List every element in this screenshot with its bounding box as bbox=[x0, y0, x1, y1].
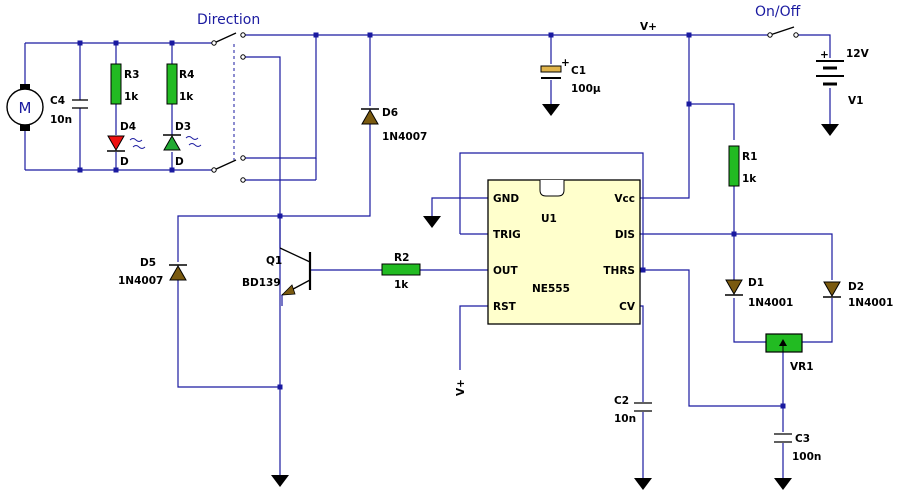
diode-d5: D5 1N4007 bbox=[118, 257, 187, 287]
transistor-q1: Q1 BD139 bbox=[242, 247, 312, 306]
capacitor-c4: C4 10n bbox=[50, 95, 88, 126]
c2-name: C2 bbox=[614, 395, 629, 407]
vplus-rail-label: V+ bbox=[640, 21, 657, 33]
pin-cv: CV bbox=[619, 301, 636, 313]
d5-name: D5 bbox=[140, 257, 156, 269]
r2-name: R2 bbox=[394, 252, 409, 264]
direction-switch bbox=[211, 32, 246, 183]
pin-gnd: GND bbox=[493, 193, 519, 205]
power-switch bbox=[767, 26, 799, 38]
capacitor-c1: + C1 100µ bbox=[540, 57, 601, 95]
motor: M bbox=[6, 84, 44, 131]
c4-name: C4 bbox=[50, 95, 65, 107]
r1-name: R1 bbox=[742, 151, 757, 163]
pin-trig: TRIG bbox=[493, 229, 521, 241]
pin-dis: DIS bbox=[615, 229, 635, 241]
diode-d1: D1 1N4001 bbox=[725, 277, 793, 309]
q1-name: Q1 bbox=[266, 255, 282, 267]
ground-icon bbox=[634, 478, 652, 490]
resistor-r3: R3 1k bbox=[110, 63, 139, 105]
c3-value: 100n bbox=[792, 451, 821, 463]
c1-plus: + bbox=[561, 57, 570, 69]
c1-value: 100µ bbox=[571, 83, 601, 95]
pin-rst: RST bbox=[493, 301, 517, 313]
d6-name: D6 bbox=[382, 107, 398, 119]
battery-plus: + bbox=[820, 49, 829, 61]
d3-pin: D bbox=[175, 156, 184, 168]
d2-part: 1N4001 bbox=[848, 297, 893, 309]
d1-part: 1N4001 bbox=[748, 297, 793, 309]
diode-d6: D6 1N4007 bbox=[361, 107, 427, 143]
q1-part: BD139 bbox=[242, 277, 281, 289]
d4-name: D4 bbox=[120, 121, 136, 133]
r3-value: 1k bbox=[124, 91, 139, 103]
pin-out: OUT bbox=[493, 265, 518, 277]
d3-name: D3 bbox=[175, 121, 191, 133]
vr1-name: VR1 bbox=[790, 361, 814, 373]
c1-name: C1 bbox=[571, 65, 586, 77]
rst-supply-label: V+ bbox=[455, 379, 467, 396]
ground-icon bbox=[821, 124, 839, 136]
d4-pin: D bbox=[120, 156, 129, 168]
light-emission-icon bbox=[129, 138, 143, 142]
resistor-r4: R4 1k bbox=[166, 63, 194, 105]
motor-symbol: M bbox=[19, 99, 32, 117]
u1-name: U1 bbox=[541, 213, 557, 225]
battery-value: 12V bbox=[846, 48, 870, 60]
wires bbox=[24, 34, 833, 478]
onoff-title: On/Off bbox=[755, 4, 801, 20]
diode-d2: D2 1N4001 bbox=[823, 281, 893, 309]
ground-symbols bbox=[271, 104, 839, 490]
c2-value: 10n bbox=[614, 413, 636, 425]
r3-name: R3 bbox=[124, 69, 139, 81]
pin-vcc: Vcc bbox=[614, 193, 635, 205]
led-d4: D4 D bbox=[107, 121, 146, 168]
direction-title: Direction bbox=[197, 12, 260, 28]
light-emission-icon bbox=[185, 136, 199, 140]
d2-name: D2 bbox=[848, 281, 864, 293]
junction-dots bbox=[77, 32, 786, 409]
ground-icon bbox=[542, 104, 560, 116]
capacitor-c2: C2 10n bbox=[614, 395, 652, 425]
pin-thrs: THRS bbox=[603, 265, 635, 277]
r1-value: 1k bbox=[742, 173, 757, 185]
c3-name: C3 bbox=[795, 433, 810, 445]
potentiometer-vr1: VR1 bbox=[765, 333, 814, 373]
led-d3: D3 D bbox=[163, 121, 202, 168]
battery-v1: + 12V V1 bbox=[816, 48, 870, 107]
u1-part: NE555 bbox=[532, 283, 570, 295]
battery-name: V1 bbox=[848, 95, 863, 107]
r4-name: R4 bbox=[179, 69, 194, 81]
d6-part: 1N4007 bbox=[382, 131, 427, 143]
d1-name: D1 bbox=[748, 277, 764, 289]
ic-ne555: U1 NE555 GND TRIG OUT RST Vcc DIS THRS C… bbox=[487, 179, 641, 325]
resistor-r2: R2 1k bbox=[381, 252, 421, 291]
ground-icon bbox=[774, 478, 792, 490]
d5-part: 1N4007 bbox=[118, 275, 163, 287]
ground-icon bbox=[423, 216, 441, 228]
r2-value: 1k bbox=[394, 279, 409, 291]
resistor-r1: R1 1k bbox=[728, 145, 757, 187]
c4-value: 10n bbox=[50, 114, 72, 126]
r4-value: 1k bbox=[179, 91, 194, 103]
ground-icon bbox=[271, 475, 289, 487]
capacitor-c3: C3 100n bbox=[774, 433, 821, 463]
